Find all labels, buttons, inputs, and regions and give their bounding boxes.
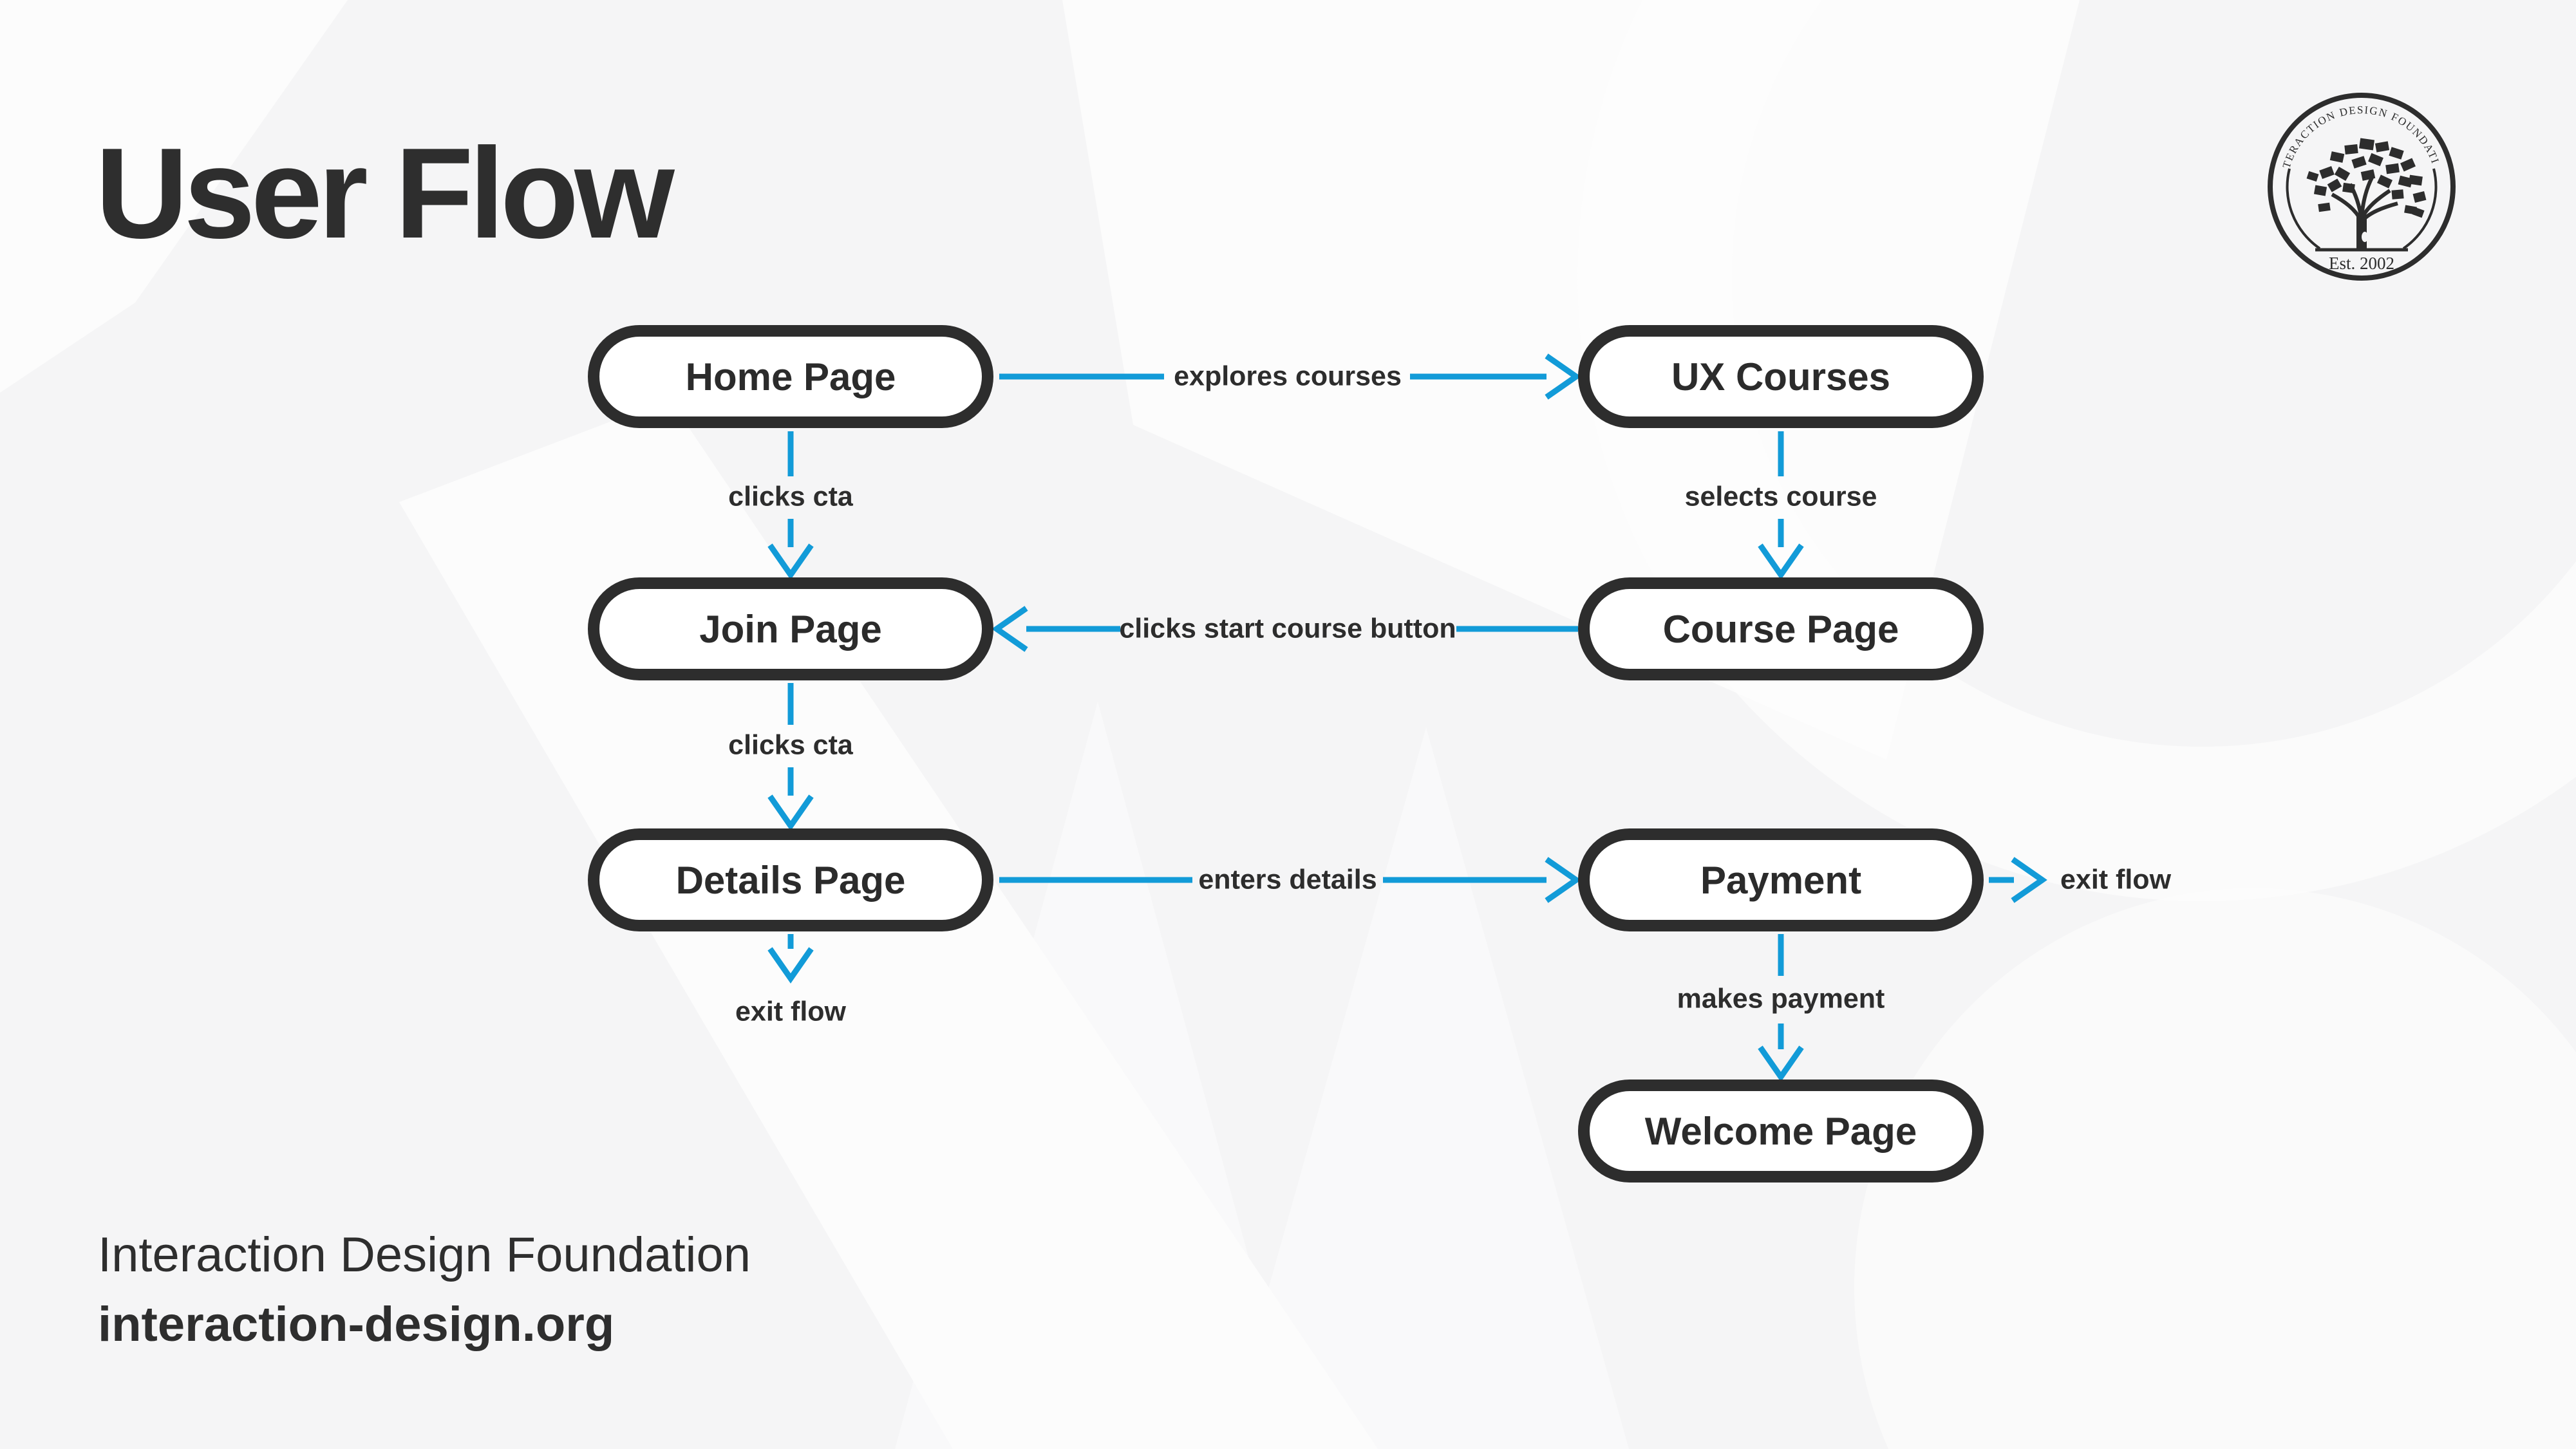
edge-label-explores-courses: explores courses xyxy=(1174,360,1402,392)
edge-label-exit-flow-payment: exit flow xyxy=(2060,864,2172,895)
flow-node-ux-courses-label: UX Courses xyxy=(1671,355,1891,398)
edge-label-exit-flow-details: exit flow xyxy=(735,996,847,1027)
flow-node-details-page-label: Details Page xyxy=(675,858,906,902)
footer: Interaction Design Foundation interactio… xyxy=(98,1220,751,1360)
connector-details-to-exit xyxy=(767,934,814,984)
logo-left-arc xyxy=(2286,168,2321,250)
connector-details-to-payment xyxy=(999,857,1581,903)
ixdf-logo: INTERACTION DESIGN FOUNDATION xyxy=(2265,90,2456,281)
flow-node-payment-label: Payment xyxy=(1700,858,1862,902)
flow-node-home-page-label: Home Page xyxy=(685,355,896,398)
connector-join-to-details xyxy=(767,683,814,831)
logo-right-arc xyxy=(2402,168,2438,250)
logo-outer-circle xyxy=(2268,93,2456,281)
edge-label-selects-course: selects course xyxy=(1684,481,1877,512)
connector-payment-to-exit xyxy=(1989,857,2047,903)
connector-course-to-join xyxy=(992,606,1578,652)
edge-label-clicks-cta-2: clicks cta xyxy=(728,729,853,761)
edge-label-makes-payment: makes payment xyxy=(1677,983,1885,1014)
flow-node-join-page: Join Page xyxy=(588,577,993,680)
edge-label-clicks-cta-1: clicks cta xyxy=(728,481,853,512)
flow-node-welcome-page: Welcome Page xyxy=(1578,1080,1984,1183)
page-title: User Flow xyxy=(95,122,675,265)
flow-node-payment: Payment xyxy=(1578,828,1984,931)
edge-label-enters-details: enters details xyxy=(1198,864,1377,895)
flow-node-welcome-page-label: Welcome Page xyxy=(1644,1109,1917,1153)
flow-node-course-page-label: Course Page xyxy=(1662,607,1899,651)
footer-website: interaction-design.org xyxy=(98,1296,615,1352)
flow-node-ux-courses: UX Courses xyxy=(1578,325,1984,428)
connector-ux-courses-to-course xyxy=(1758,431,1804,580)
footer-org-name: Interaction Design Foundation xyxy=(98,1228,751,1282)
edge-label-clicks-start-course-button: clicks start course button xyxy=(1119,613,1456,644)
connector-payment-to-welcome xyxy=(1758,934,1804,1082)
connector-home-to-join xyxy=(767,431,814,580)
flow-node-join-page-label: Join Page xyxy=(699,607,882,651)
connector-home-to-ux-courses xyxy=(999,353,1581,400)
logo-est-text: Est. 2002 xyxy=(2329,254,2394,273)
flow-node-home-page: Home Page xyxy=(588,325,993,428)
logo-tree-icon xyxy=(2306,138,2427,252)
flow-node-details-page: Details Page xyxy=(588,828,993,931)
flow-node-course-page: Course Page xyxy=(1578,577,1984,680)
